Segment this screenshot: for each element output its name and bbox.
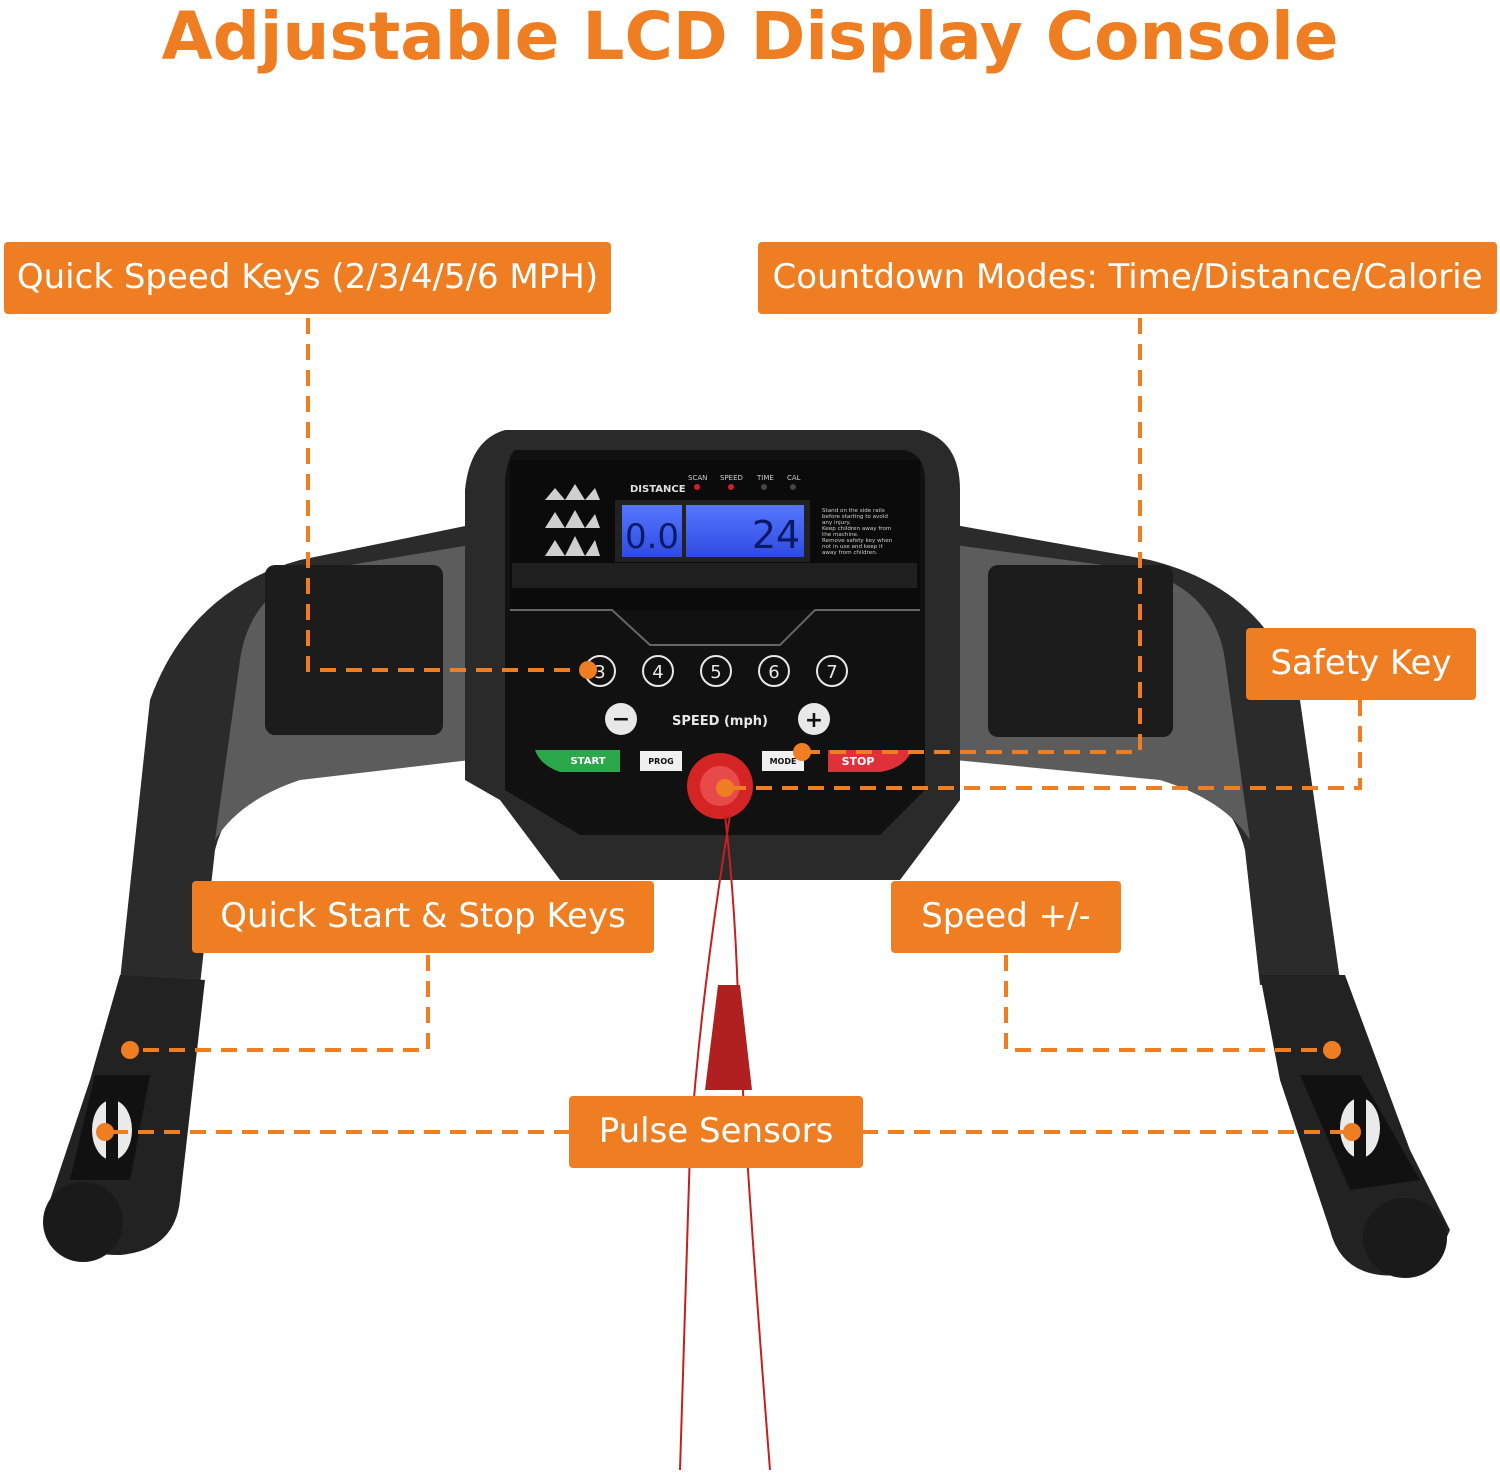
- right-grip-cap: [1363, 1198, 1447, 1278]
- lcd-right-window: [686, 505, 804, 557]
- stop-button[interactable]: [828, 750, 912, 772]
- mode-label: MODE: [770, 757, 797, 766]
- instruction-line: the machine.: [822, 532, 859, 538]
- control-panel-outline: [510, 609, 920, 646]
- indicator-label-scan: SCAN: [688, 474, 707, 482]
- instruction-line: before starting to avoid: [822, 514, 888, 520]
- safety-instructions: Stand on the side rails before starting …: [822, 508, 893, 556]
- lcd-right-readout: 24: [752, 513, 800, 557]
- indicator-led-cal: [790, 484, 796, 490]
- left-tray-recess: [265, 565, 443, 735]
- lcd-left-window: [622, 505, 682, 557]
- speed-key-6[interactable]: [758, 655, 790, 687]
- speed-key-6-label: 6: [768, 662, 779, 683]
- speed-key-3-label: 3: [594, 662, 605, 683]
- instruction-line: Keep children away from: [822, 526, 891, 532]
- indicator-led-time: [761, 484, 767, 490]
- indicator-label-time: TIME: [756, 474, 774, 482]
- callout-quick-speed-keys: Quick Speed Keys (2/3/4/5/6 MPH): [4, 242, 611, 314]
- speed-minus-symbol: −: [612, 707, 630, 732]
- callout-leader-lines: [105, 318, 1362, 1134]
- indicator-led-speed: [728, 484, 734, 490]
- indicator-led-scan: [694, 484, 700, 490]
- instruction-line: Remove safety key when: [822, 538, 893, 544]
- indicator-label-speed: SPEED: [720, 474, 743, 482]
- callout-speed-adjust: Speed +/-: [891, 881, 1121, 953]
- callout-start-stop-keys: Quick Start & Stop Keys: [192, 881, 654, 953]
- start-button[interactable]: [535, 750, 620, 772]
- program-profile-icons: [545, 484, 600, 556]
- speed-label: SPEED (mph): [672, 714, 768, 729]
- speed-key-7[interactable]: [816, 655, 848, 687]
- speed-minus-button[interactable]: [605, 703, 637, 735]
- leader-quick-speed: [306, 318, 588, 672]
- speed-key-4[interactable]: [642, 655, 674, 687]
- speed-plus-button[interactable]: [798, 703, 830, 735]
- indicator-label-cal: CAL: [787, 474, 801, 482]
- lcd-left-readout: 0.0: [625, 517, 679, 557]
- speed-key-5-label: 5: [710, 662, 721, 683]
- instruction-line: any injury.: [822, 520, 851, 526]
- speed-key-4-label: 4: [652, 662, 663, 683]
- callout-pulse-sensors: Pulse Sensors: [569, 1096, 863, 1168]
- right-tray-recess: [988, 565, 1173, 737]
- leader-safety-key: [725, 700, 1362, 790]
- callout-safety-key: Safety Key: [1246, 628, 1476, 700]
- leader-speed-adjust: [1004, 955, 1330, 1052]
- speed-plus-symbol: +: [805, 708, 823, 733]
- display-mode-label: DISTANCE: [630, 484, 686, 495]
- safety-key-clip: [705, 985, 752, 1090]
- leader-countdown: [802, 318, 1142, 754]
- leader-start-stop: [130, 955, 430, 1052]
- left-grip-cap: [43, 1182, 123, 1262]
- instruction-line: away from children.: [822, 550, 878, 556]
- tablet-shelf: [512, 563, 917, 588]
- callout-countdown-modes: Countdown Modes: Time/Distance/Calorie: [758, 242, 1497, 314]
- start-label: START: [570, 756, 605, 767]
- prog-button[interactable]: [640, 751, 682, 771]
- page-title: Adjustable LCD Display Console: [161, 0, 1339, 75]
- speed-key-5[interactable]: [700, 655, 732, 687]
- instruction-line: Stand on the side rails: [822, 508, 885, 514]
- callout-leader-dots: [96, 661, 1361, 1141]
- speed-key-7-label: 7: [826, 662, 837, 683]
- stop-label: STOP: [842, 755, 875, 768]
- mode-button[interactable]: [762, 751, 804, 771]
- prog-label: PROG: [648, 757, 673, 766]
- instruction-line: not in use and keep it: [822, 544, 884, 550]
- mode-indicators: SCAN SPEED TIME CAL: [688, 474, 801, 490]
